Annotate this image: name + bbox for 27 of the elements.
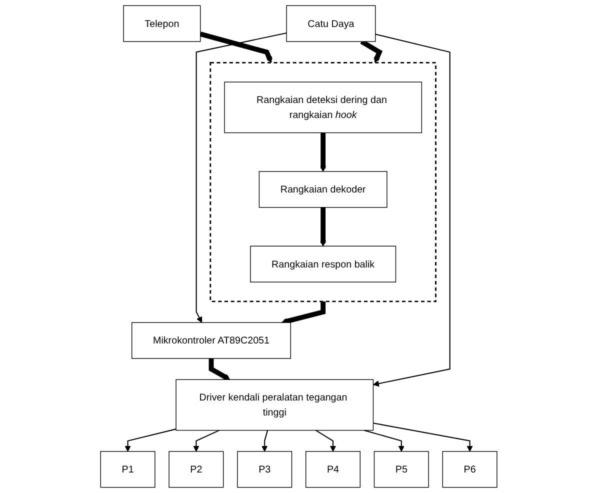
node-box: P6 xyxy=(442,451,498,488)
arrow xyxy=(196,32,287,323)
node-box: P3 xyxy=(237,451,292,488)
arrow xyxy=(200,32,273,63)
arrow xyxy=(320,132,326,172)
arrow xyxy=(208,358,230,380)
node-box: Telepon xyxy=(123,5,201,42)
arrow xyxy=(316,430,336,452)
node-box: Rangkaian respon balik xyxy=(250,246,396,282)
arrow xyxy=(373,34,451,387)
node-box: Rangkaian dekoder xyxy=(259,171,388,208)
node-box: P1 xyxy=(100,451,156,488)
node-box: P4 xyxy=(306,451,361,488)
arrow xyxy=(124,428,176,452)
arrow xyxy=(282,301,326,324)
node-box: Catu Daya xyxy=(286,5,376,42)
node-box: Rangkaian deteksi dering dan rangkaian hook xyxy=(224,82,422,134)
arrow xyxy=(320,207,326,246)
arrow xyxy=(364,430,405,452)
arrow xyxy=(373,422,474,452)
arrow xyxy=(193,430,220,452)
node-box: Mikrokontroler AT89C2051 xyxy=(132,322,292,359)
node-box: Driver kendali peralatan tegangan tinggi xyxy=(176,379,374,431)
node-box: P5 xyxy=(374,451,430,488)
node-box: P2 xyxy=(168,451,224,488)
arrow xyxy=(262,430,268,452)
cluster xyxy=(210,62,437,302)
